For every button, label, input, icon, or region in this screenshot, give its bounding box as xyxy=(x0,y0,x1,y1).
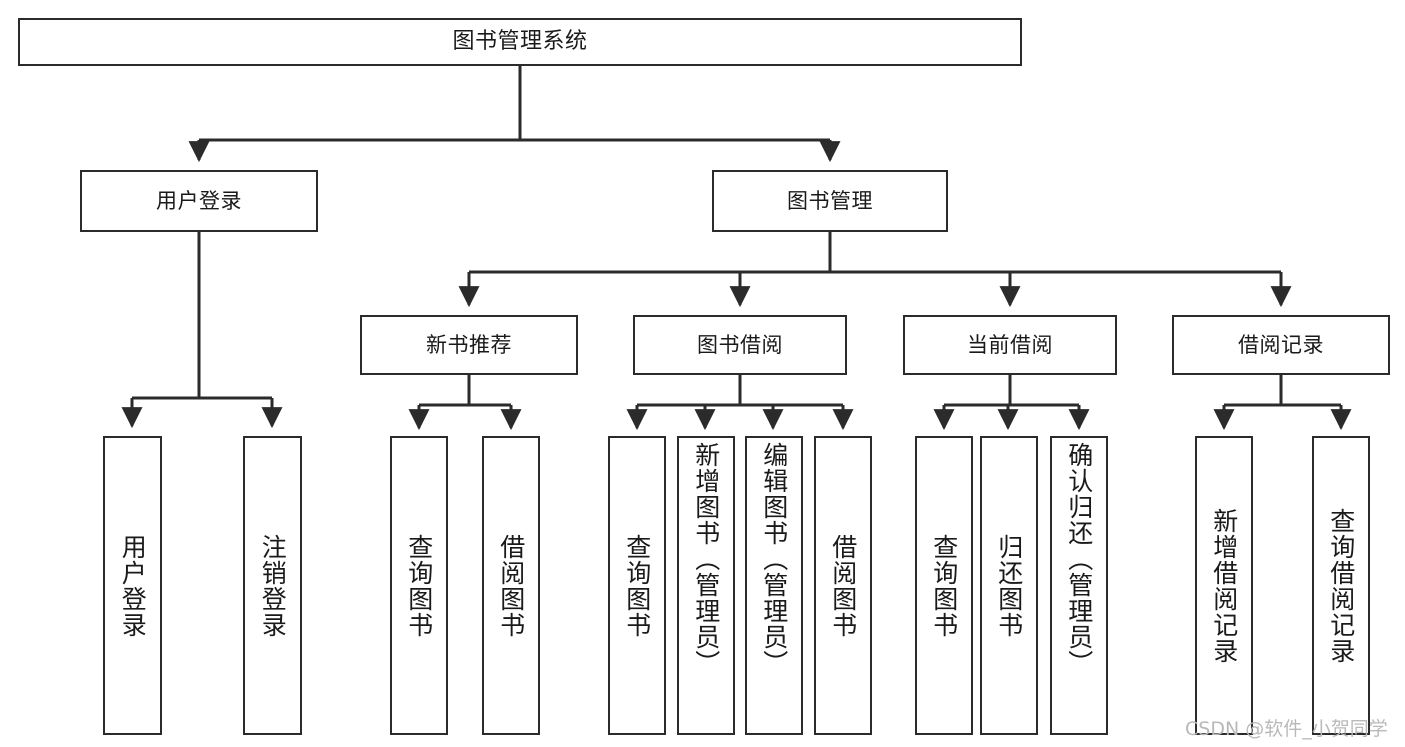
node-current-borrow[interactable]: 当前借阅 xyxy=(903,315,1117,375)
node-new-book-recommend-label: 新书推荐 xyxy=(426,332,512,357)
node-new-book-recommend[interactable]: 新书推荐 xyxy=(360,315,578,375)
node-leaf-query-book-3[interactable]: 查询图书 xyxy=(915,436,973,735)
node-book-borrow-label: 图书借阅 xyxy=(697,332,783,357)
node-leaf-add-record[interactable]: 新增借阅记录 xyxy=(1195,436,1253,735)
node-user-login[interactable]: 用户登录 xyxy=(80,170,318,232)
node-leaf-user-login[interactable]: 用户登录 xyxy=(103,436,162,735)
csdn-watermark: CSDN @软件_小贺同学 xyxy=(1185,718,1388,740)
node-leaf-borrow-book-2[interactable]: 借阅图书 xyxy=(814,436,872,735)
node-leaf-borrow-book-1[interactable]: 借阅图书 xyxy=(482,436,540,735)
node-leaf-query-book-1[interactable]: 查询图书 xyxy=(390,436,448,735)
node-leaf-confirm-return[interactable]: 确认归还（管理员） xyxy=(1050,436,1108,735)
node-leaf-query-book-2[interactable]: 查询图书 xyxy=(608,436,666,735)
node-leaf-return-book[interactable]: 归还图书 xyxy=(980,436,1038,735)
node-leaf-add-book-label: 新增图书（管理员） xyxy=(691,442,721,676)
node-user-login-label: 用户登录 xyxy=(156,188,242,213)
node-leaf-borrow-book-2-label: 借阅图书 xyxy=(828,533,858,638)
node-root-label: 图书管理系统 xyxy=(452,29,588,55)
node-root[interactable]: 图书管理系统 xyxy=(18,18,1022,66)
node-leaf-query-book-3-label: 查询图书 xyxy=(929,533,959,638)
node-book-management[interactable]: 图书管理 xyxy=(712,170,948,232)
node-leaf-return-book-label: 归还图书 xyxy=(994,533,1024,638)
node-leaf-confirm-return-label: 确认归还（管理员） xyxy=(1064,442,1094,676)
node-borrow-record[interactable]: 借阅记录 xyxy=(1172,315,1390,375)
node-book-borrow[interactable]: 图书借阅 xyxy=(633,315,847,375)
node-leaf-query-record-label: 查询借阅记录 xyxy=(1326,507,1356,664)
node-leaf-logout-login[interactable]: 注销登录 xyxy=(243,436,302,735)
node-leaf-edit-book-label: 编辑图书（管理员） xyxy=(759,442,789,676)
node-leaf-user-login-label: 用户登录 xyxy=(118,533,148,638)
node-leaf-query-record[interactable]: 查询借阅记录 xyxy=(1312,436,1370,735)
node-leaf-add-record-label: 新增借阅记录 xyxy=(1209,507,1239,664)
node-leaf-add-book[interactable]: 新增图书（管理员） xyxy=(677,436,735,735)
node-leaf-query-book-2-label: 查询图书 xyxy=(622,533,652,638)
node-borrow-record-label: 借阅记录 xyxy=(1238,332,1324,357)
node-leaf-borrow-book-1-label: 借阅图书 xyxy=(496,533,526,638)
node-book-management-label: 图书管理 xyxy=(787,188,873,213)
node-leaf-edit-book[interactable]: 编辑图书（管理员） xyxy=(745,436,803,735)
node-current-borrow-label: 当前借阅 xyxy=(967,332,1053,357)
node-leaf-query-book-1-label: 查询图书 xyxy=(404,533,434,638)
node-leaf-logout-login-label: 注销登录 xyxy=(258,533,288,638)
